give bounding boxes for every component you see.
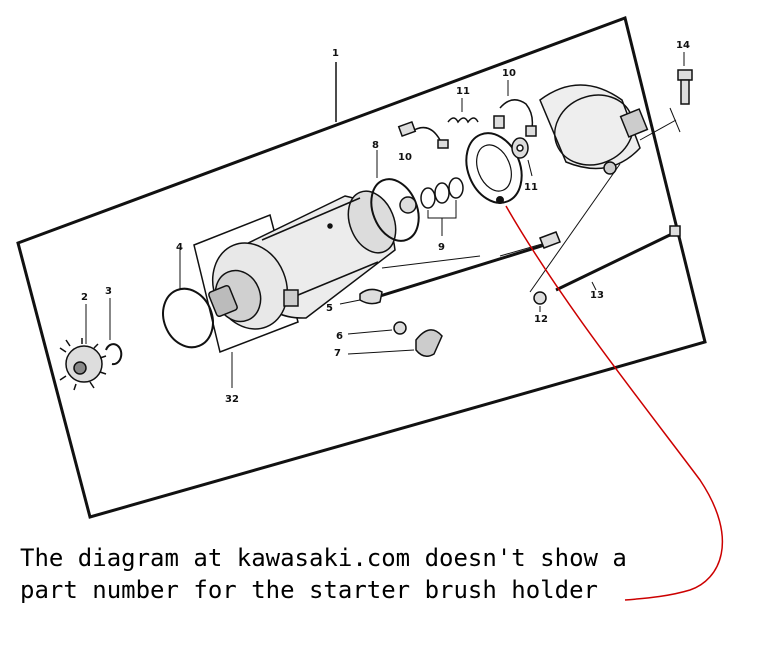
terminal-cap-7 bbox=[347, 329, 443, 357]
bolt-14 bbox=[677, 52, 693, 105]
label-11-right: 11 bbox=[524, 182, 538, 193]
label-2: 2 bbox=[81, 292, 88, 303]
annotation-arrow bbox=[505, 205, 724, 601]
through-bolt-13 bbox=[555, 225, 681, 292]
label-12: 12 bbox=[534, 314, 548, 325]
terminal-rod bbox=[339, 231, 561, 305]
o-ring-4 bbox=[162, 248, 214, 349]
spring-11-top bbox=[447, 98, 479, 124]
assembly-guide-lines bbox=[381, 107, 681, 293]
brush-10-left bbox=[397, 120, 449, 149]
label-10-left: 10 bbox=[398, 152, 412, 163]
spring-11-right bbox=[511, 137, 533, 177]
nut-12 bbox=[533, 291, 547, 312]
label-1: 1 bbox=[332, 48, 339, 59]
diagram-panel-border bbox=[16, 16, 707, 519]
label-6: 6 bbox=[336, 331, 343, 342]
label-3: 3 bbox=[105, 286, 112, 297]
label-10-right: 10 bbox=[502, 68, 516, 79]
caption: The diagram at kawasaki.com doesn't show… bbox=[20, 542, 720, 606]
washers-9 bbox=[420, 177, 464, 236]
nut-6 bbox=[347, 321, 407, 335]
label-7: 7 bbox=[334, 348, 341, 359]
bracket-32 bbox=[193, 213, 299, 354]
label-32: 32 bbox=[225, 394, 239, 405]
end-cover bbox=[539, 84, 649, 175]
label-14: 14 bbox=[676, 40, 690, 51]
label-9: 9 bbox=[438, 242, 445, 253]
label-5: 5 bbox=[326, 303, 333, 314]
circlip-3 bbox=[105, 298, 123, 366]
gasket-ring-8 bbox=[370, 150, 420, 242]
caption-line-1: The diagram at kawasaki.com doesn't show… bbox=[20, 544, 627, 572]
label-11-top: 11 bbox=[456, 86, 470, 97]
label-8: 8 bbox=[372, 140, 379, 151]
sprocket-2 bbox=[59, 304, 107, 391]
brush-10-right bbox=[493, 80, 537, 137]
label-4: 4 bbox=[176, 242, 183, 253]
label-13: 13 bbox=[590, 290, 604, 301]
motor-housing bbox=[208, 190, 397, 330]
caption-line-2: part number for the starter brush holder bbox=[20, 576, 598, 604]
